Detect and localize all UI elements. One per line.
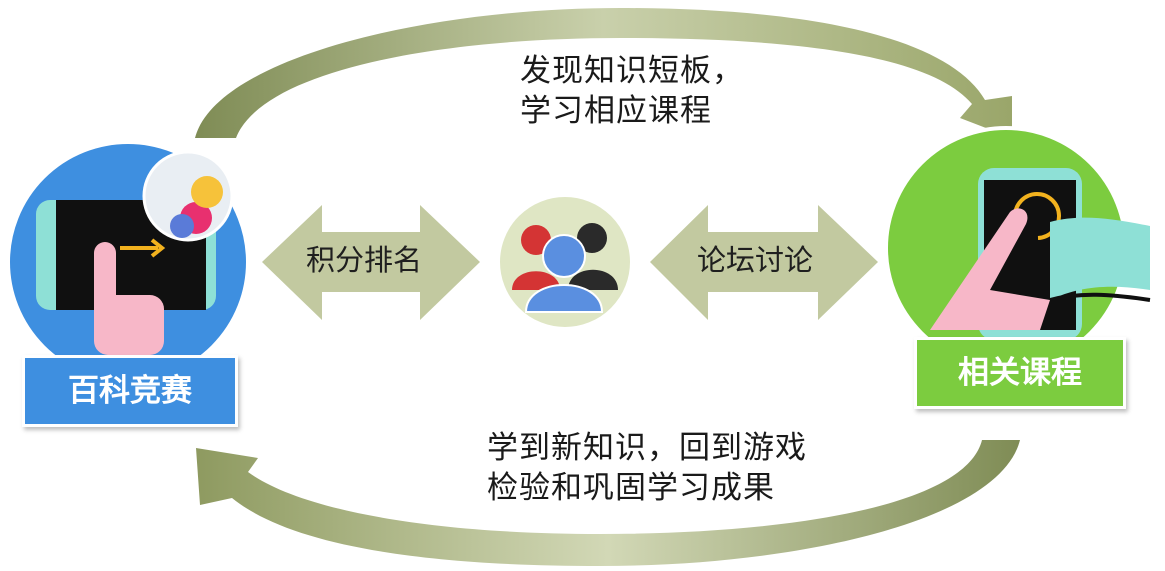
courses-title-badge: 相关课程 (914, 337, 1126, 409)
phone-book-icon (886, 128, 1150, 368)
tablet-touch-icon (8, 142, 248, 382)
top-caption-line2: 学习相应课程 (520, 92, 712, 130)
bottom-caption-line1: 学到新知识，回到游戏 (487, 429, 807, 467)
top-caption-line1: 发现知识短板， (520, 52, 744, 90)
bottom-caption-line2: 检验和巩固学习成果 (487, 469, 775, 507)
ranking-label: 积分排名 (304, 243, 424, 277)
quiz-title-badge: 百科竞赛 (22, 355, 238, 427)
forum-label: 论坛讨论 (680, 243, 830, 277)
users-group-icon (498, 195, 632, 329)
